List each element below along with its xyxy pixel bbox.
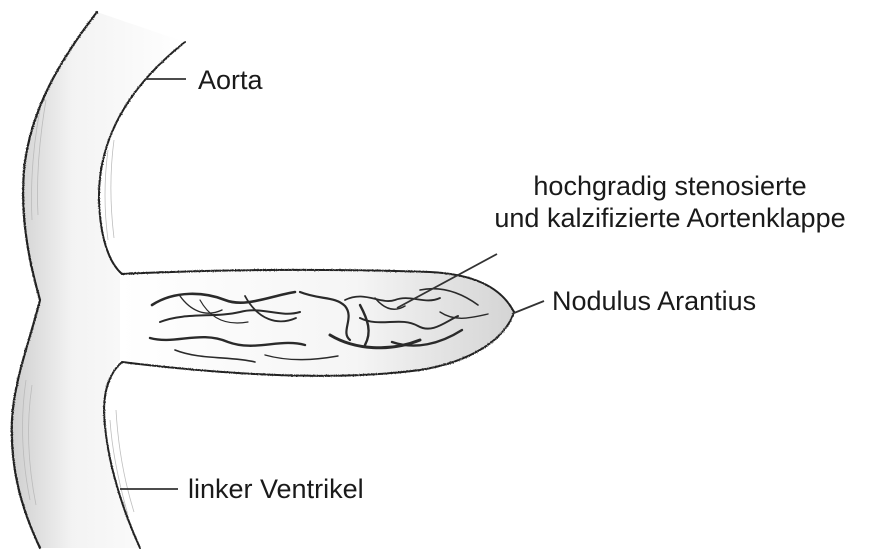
valve-leaflet [120,270,514,376]
nodulus-leader-line [514,301,544,313]
ventricle-label: linker Ventrikel [188,473,364,505]
aorta-label: Aorta [198,64,263,96]
valve-label-line2: und kalzifizierte Aortenklappe [455,202,885,234]
valve-label-line1: hochgradig stenosierte [455,170,885,202]
nodulus-label: Nodulus Arantius [552,285,756,317]
valve-label: hochgradig stenosierte und kalzifizierte… [455,170,885,234]
